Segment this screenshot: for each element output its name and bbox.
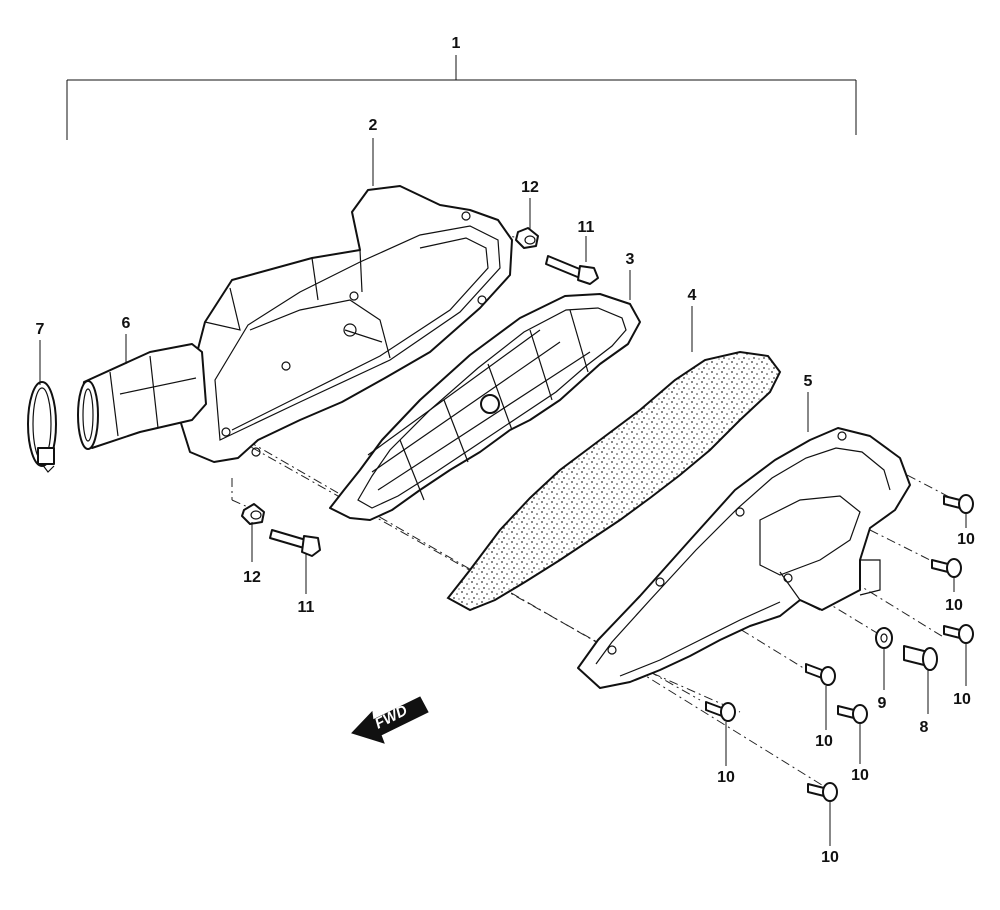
air-cleaner-case xyxy=(179,185,513,463)
screw-bottom-3 xyxy=(705,701,736,722)
foam-element xyxy=(446,350,782,612)
callout-10-right-1: 10 xyxy=(957,531,975,548)
screw-right-2 xyxy=(931,558,962,578)
callout-8: 8 xyxy=(920,719,929,736)
hose-clamp xyxy=(27,381,57,473)
callout-10-bottom-4: 10 xyxy=(821,849,839,866)
screw-bottom-2 xyxy=(837,704,868,724)
screw-right-3 xyxy=(943,624,974,644)
screw-bottom-1 xyxy=(805,663,836,686)
callout-2: 2 xyxy=(369,117,378,134)
air-cleaner-cover xyxy=(577,427,911,689)
callout-1: 1 xyxy=(452,35,461,52)
forward-direction-arrow: FWD xyxy=(351,696,429,744)
callout-10-bottom-2: 10 xyxy=(851,767,869,784)
drain-plug xyxy=(903,645,938,671)
callout-12-bottom: 12 xyxy=(243,569,261,586)
washer xyxy=(875,627,893,649)
screw-right-1 xyxy=(943,494,974,514)
callout-5: 5 xyxy=(804,373,813,390)
collar-bottom xyxy=(241,503,265,525)
callout-10-bottom-1: 10 xyxy=(815,733,833,750)
callout-10-bottom-3: 10 xyxy=(717,769,735,786)
callouts: 1 2 3 4 5 6 7 8 9 10 10 10 10 10 10 10 1… xyxy=(36,35,975,866)
screw-bottom-4 xyxy=(807,782,838,802)
callout-11-bottom: 11 xyxy=(298,599,315,616)
callout-9: 9 xyxy=(878,695,887,712)
callout-10-right-2: 10 xyxy=(945,597,963,614)
callout-10-right-3: 10 xyxy=(953,691,971,708)
element-frame xyxy=(329,293,641,521)
callout-3: 3 xyxy=(626,251,635,268)
leader-lines xyxy=(39,138,967,846)
intake-tube xyxy=(77,343,207,450)
bolt-top xyxy=(545,255,599,285)
callout-6: 6 xyxy=(122,315,131,332)
callout-4: 4 xyxy=(688,287,697,304)
callout-7: 7 xyxy=(36,321,45,338)
collar-top xyxy=(515,227,539,249)
callout-12-top: 12 xyxy=(521,179,539,196)
callout-11-top: 11 xyxy=(578,219,595,236)
bolt-bottom xyxy=(269,529,321,557)
assembly-bracket xyxy=(66,55,857,140)
